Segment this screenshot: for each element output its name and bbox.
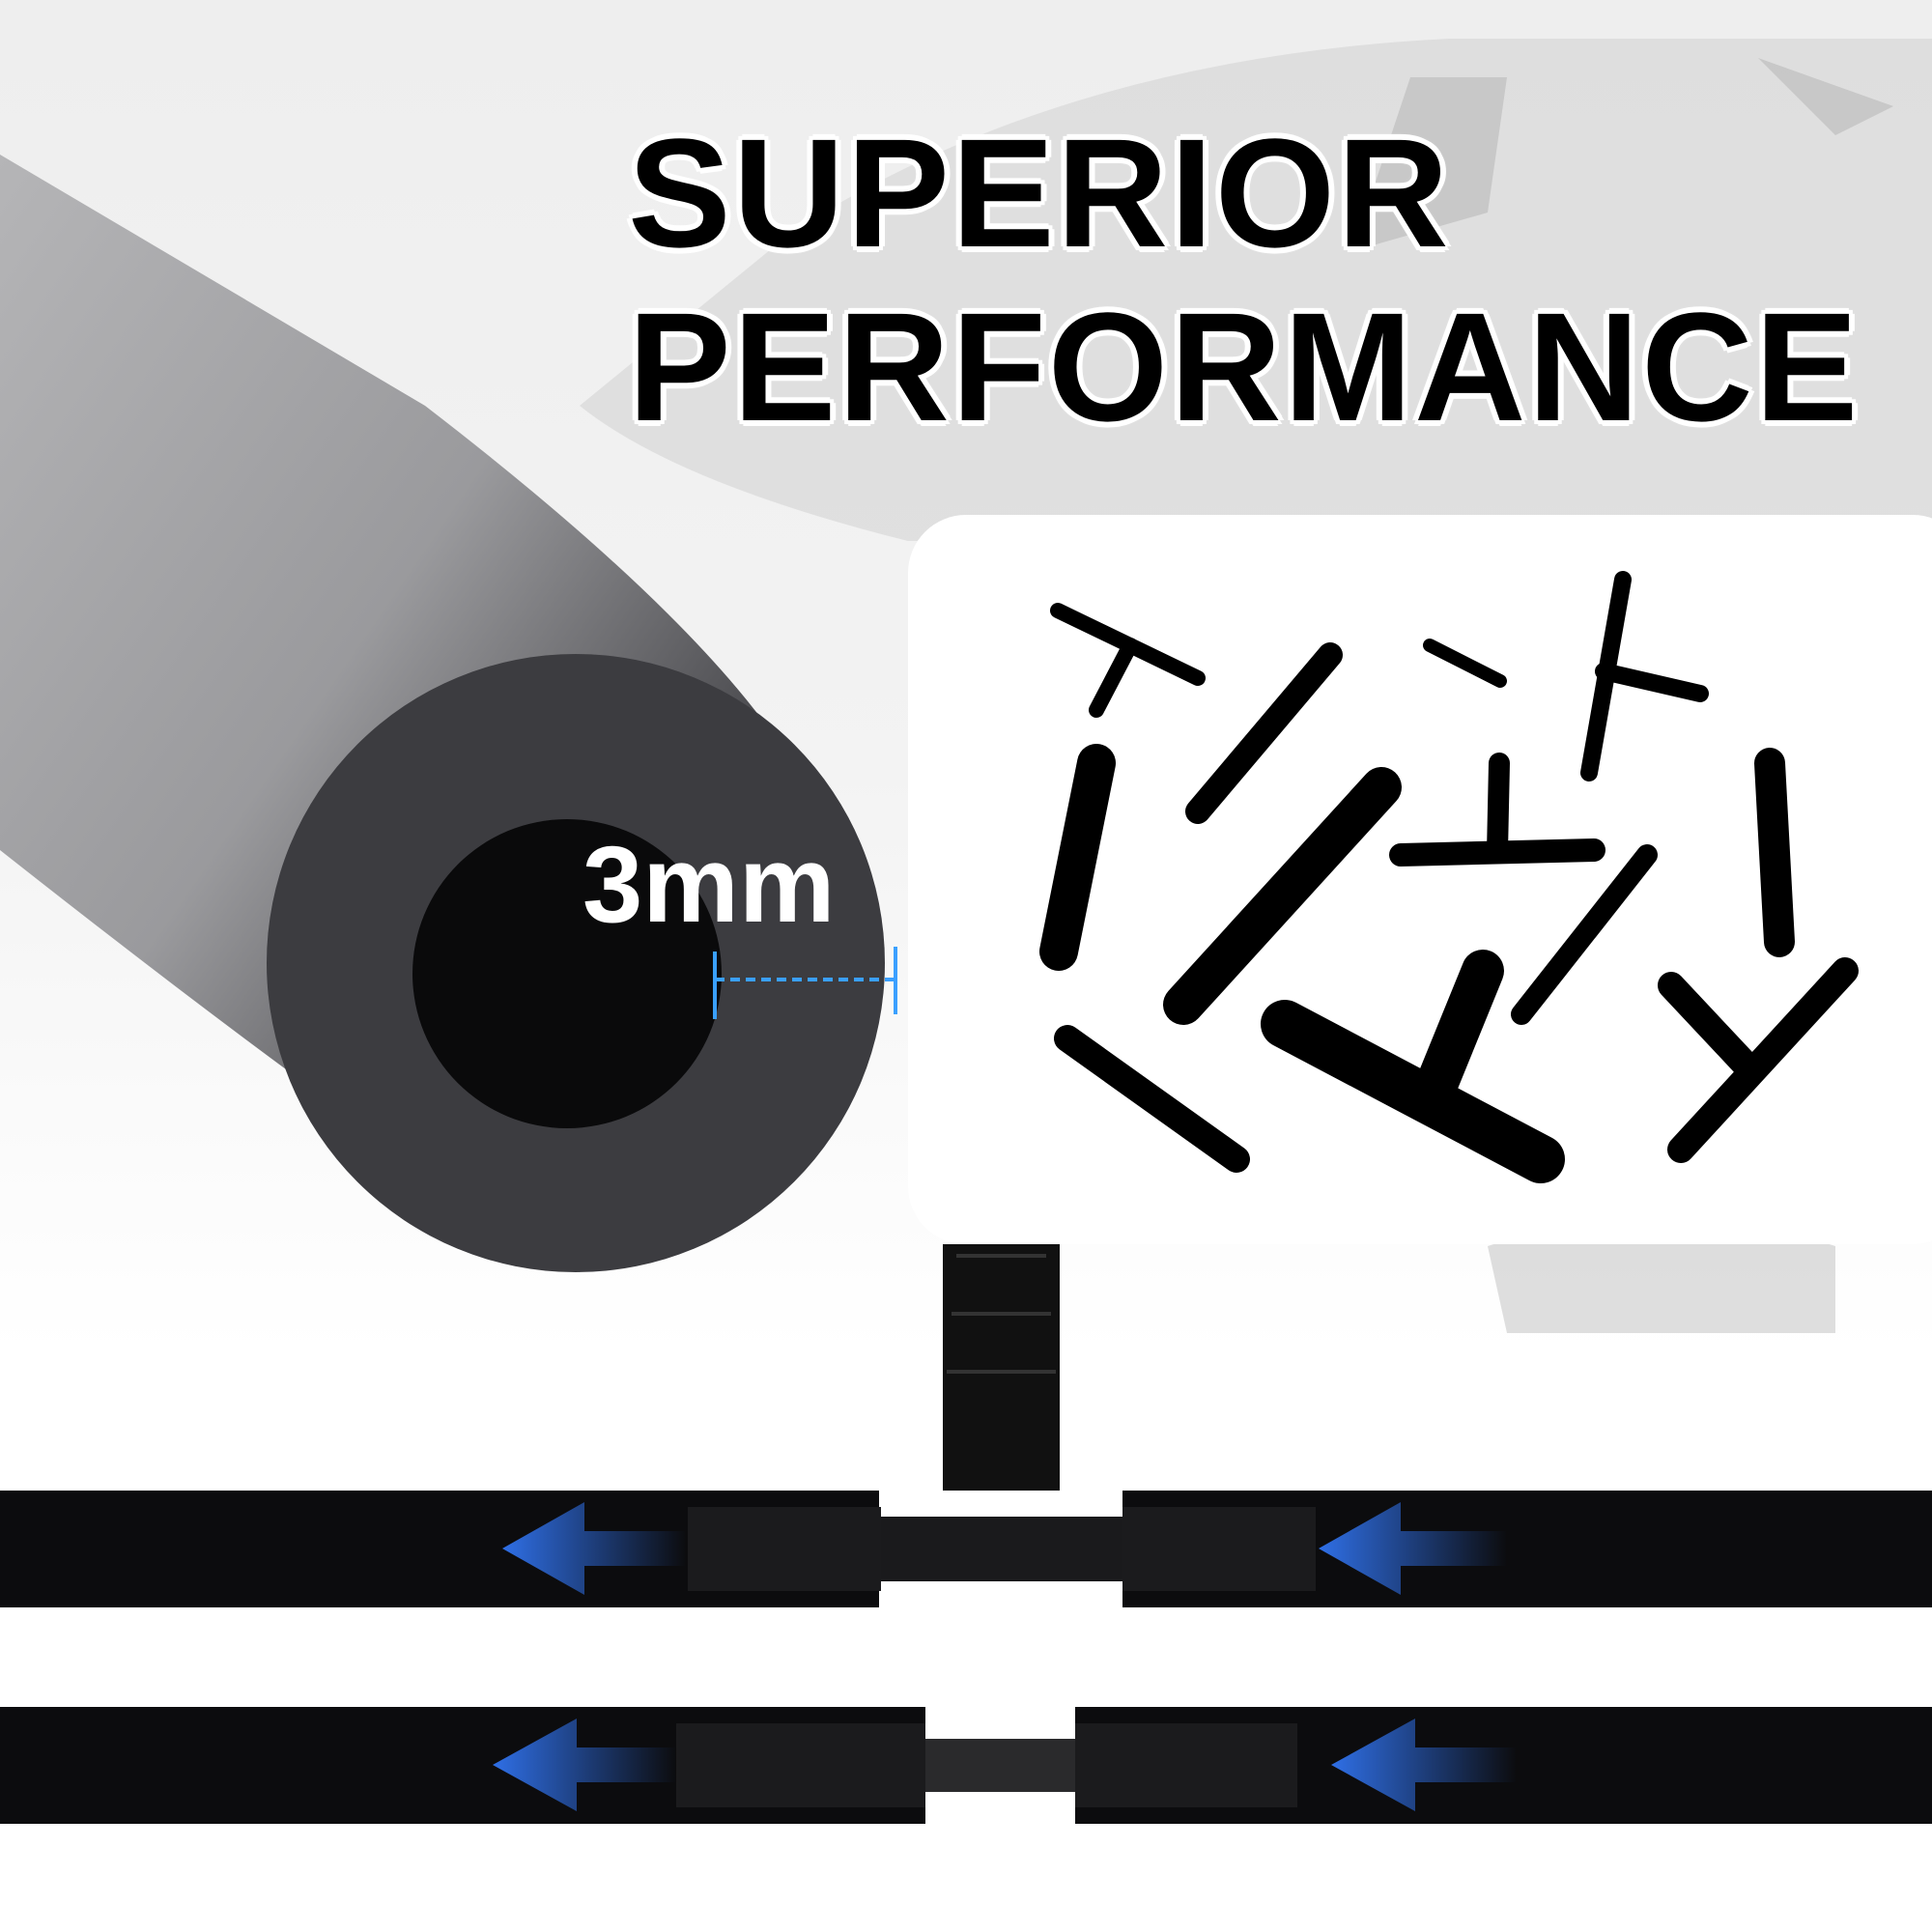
straight-connector	[1423, 639, 1507, 688]
barb-left	[688, 1507, 881, 1591]
tube-bore	[412, 819, 722, 1128]
straight-connector	[1054, 1025, 1250, 1173]
coupler-body	[925, 1739, 1075, 1792]
tee-body	[869, 1517, 1130, 1581]
straight-connector	[1511, 844, 1658, 1025]
tee-fitting	[1389, 753, 1605, 867]
straight-connector	[1185, 642, 1343, 824]
straight-connector	[1039, 744, 1116, 971]
straight-connector	[1163, 767, 1402, 1025]
arrow-left-icon	[1331, 1719, 1517, 1811]
diameter-label: 3mm	[582, 824, 836, 945]
tee-fitting-small	[1050, 603, 1206, 718]
coupler-barb-right	[1075, 1723, 1297, 1807]
headline-line1: SUPERIOR	[628, 106, 1451, 279]
tee-branch	[943, 1244, 1060, 1491]
tee-fitting	[1580, 571, 1709, 781]
arrow-left-icon	[493, 1719, 676, 1811]
arrow-left-icon	[1319, 1502, 1507, 1595]
tee-fitting-large	[1261, 950, 1565, 1183]
barb-right	[1122, 1507, 1316, 1591]
headline-line2: PERFORMANCE	[628, 280, 1861, 453]
coupler-barb-left	[676, 1723, 925, 1807]
arrow-left-icon	[502, 1502, 686, 1595]
elbow-connector	[1754, 748, 1795, 957]
tee-fitting	[1658, 957, 1859, 1163]
